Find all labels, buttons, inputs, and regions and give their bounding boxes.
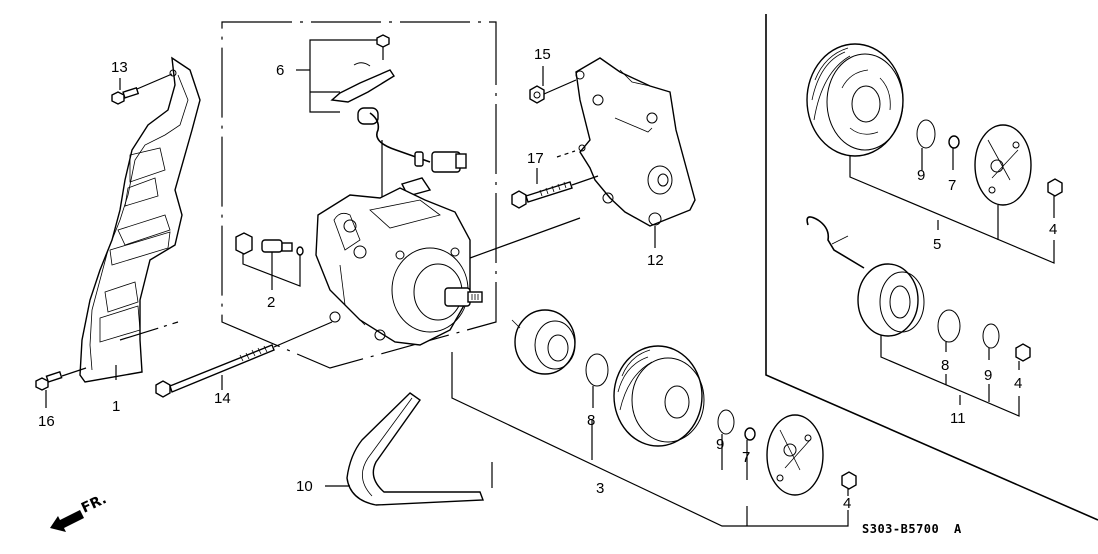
callout-4-lower: 4 [843, 495, 851, 512]
nut-4-lower[interactable] [841, 471, 857, 490]
callout-5: 5 [933, 236, 941, 253]
nut-4-upper[interactable] [1047, 178, 1063, 197]
callout-16: 16 [38, 413, 55, 430]
callout-4-upper: 4 [1049, 221, 1057, 238]
snap-ring-9-upper[interactable] [916, 119, 936, 149]
callout-2: 2 [267, 294, 275, 311]
callout-17: 17 [527, 150, 544, 167]
callout-7-lower: 7 [742, 449, 750, 466]
callout-9-lower: 9 [716, 436, 724, 453]
part-6-thermal-protector[interactable] [330, 34, 467, 173]
pulley-upper[interactable] [806, 43, 904, 157]
part-2-relief-valve[interactable] [235, 232, 304, 256]
callout-12: 12 [647, 252, 664, 269]
arrow-front-icon [50, 510, 84, 532]
shim-7-upper[interactable] [948, 135, 960, 149]
part-1-heat-shield[interactable] [79, 56, 201, 383]
snap-ring-9-lower[interactable] [717, 409, 735, 435]
callout-13: 13 [111, 59, 128, 76]
drawing-revision: A [954, 522, 962, 536]
snap-ring-9-mid[interactable] [982, 323, 1000, 349]
callout-9-mid: 9 [984, 367, 992, 384]
part-12-compressor-bracket[interactable] [575, 57, 696, 227]
nut-4-mid[interactable] [1015, 343, 1031, 362]
snap-ring-8-lower[interactable] [585, 353, 609, 387]
callout-7-upper: 7 [948, 177, 956, 194]
pulley-lower[interactable] [613, 345, 705, 447]
callout-10: 10 [296, 478, 313, 495]
bracket-bolt [401, 151, 432, 197]
part-16-bolt[interactable] [35, 371, 63, 391]
callout-4-mid: 4 [1014, 375, 1022, 392]
part-13-bolt[interactable] [111, 86, 140, 105]
callout-6: 6 [276, 62, 284, 79]
callout-9-upper: 9 [917, 167, 925, 184]
snap-ring-8-upper[interactable] [937, 309, 961, 343]
field-coil-lower[interactable] [511, 309, 576, 375]
part-15-nut[interactable] [529, 85, 545, 104]
callout-8-upper: 8 [941, 357, 949, 374]
clutch-subassembly-boundary [765, 14, 1098, 521]
callout-14: 14 [214, 390, 231, 407]
part-17-bolt[interactable] [511, 181, 573, 209]
drawing-code: S303-B5700 [862, 522, 939, 536]
callout-15: 15 [534, 46, 551, 63]
callout-8-lower: 8 [587, 412, 595, 429]
part-10-drive-belt[interactable] [346, 392, 484, 506]
armature-plate-upper[interactable] [974, 124, 1032, 206]
compressor-assembly-boundary [221, 21, 497, 369]
part-14-long-bolt[interactable] [155, 344, 275, 398]
callout-11: 11 [950, 410, 966, 427]
shim-7-lower[interactable] [744, 427, 756, 441]
compressor-body[interactable] [315, 187, 483, 346]
callout-1: 1 [112, 398, 120, 415]
front-indicator-label: FR. [79, 491, 109, 516]
callout-3: 3 [596, 480, 604, 497]
armature-plate-lower[interactable] [766, 414, 824, 496]
field-coil-upper[interactable] [806, 216, 925, 337]
